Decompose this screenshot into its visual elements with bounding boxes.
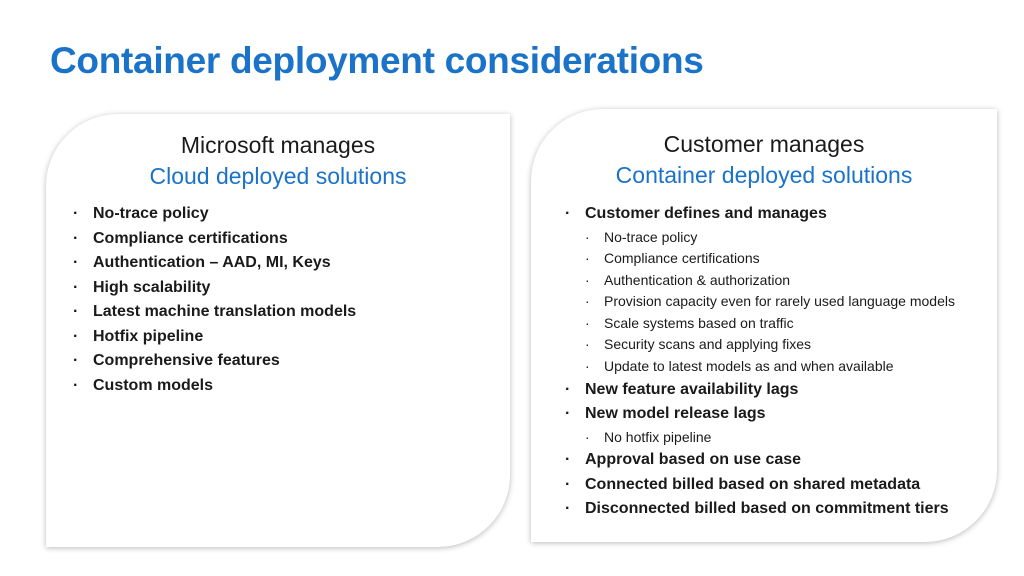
bullet-text: Compliance certifications — [604, 250, 760, 267]
bullet-item: · New model release lags — [564, 402, 955, 427]
panel-subheading: Container deployed solutions — [615, 162, 913, 188]
bullet-text: Comprehensive features — [93, 352, 280, 369]
bullet-dot-icon: · — [565, 205, 571, 222]
bullet-dot-icon: · — [565, 475, 571, 493]
bullet-dot-icon: · — [73, 278, 79, 296]
bullet-text: New model release lags — [585, 405, 766, 423]
sub-bullet-item: · Compliance certifications — [564, 248, 955, 270]
bullet-dot-icon: · — [585, 271, 590, 288]
bullet-item: · Compliance certifications — [72, 227, 356, 252]
bullet-dot-icon: · — [585, 250, 590, 267]
sub-bullet-item: · No-trace policy — [564, 227, 955, 249]
bullet-text: Hotfix pipeline — [93, 327, 204, 345]
bullet-dot-icon: · — [73, 229, 79, 247]
bullet-dot-icon: · — [585, 314, 590, 331]
bullet-text: High scalability — [93, 278, 211, 296]
bullet-text: Approval based on use case — [585, 451, 802, 469]
panel-header: Microsoft manages Cloud deployed solutio… — [46, 130, 510, 192]
sub-bullet-item: · Scale systems based on traffic — [564, 313, 955, 335]
bullet-item: · Disconnected billed based on commitment… — [564, 497, 955, 522]
bullet-text: Latest machine translation models — [93, 303, 357, 320]
bullet-dot-icon: · — [73, 376, 79, 394]
bullet-text: Customer defines and manages — [585, 205, 827, 222]
sub-bullet-item: · No hotfix pipeline — [564, 427, 955, 449]
bullet-text: Custom models — [93, 376, 214, 394]
bullet-text: No-trace policy — [93, 205, 209, 222]
bullet-dot-icon: · — [565, 451, 571, 469]
bullet-text: Provision capacity even for rarely used … — [604, 293, 955, 310]
bullet-item: · High scalability — [72, 276, 356, 301]
sub-bullet-item: · Provision capacity even for rarely used… — [564, 291, 955, 313]
bullet-text: Update to latest models as and when avai… — [604, 358, 894, 375]
bullet-dot-icon: · — [585, 336, 590, 353]
bullet-dot-icon: · — [565, 500, 571, 518]
bullet-list: · No-trace policy · Compliance certificatio… — [72, 202, 356, 398]
bullet-dot-icon: · — [73, 327, 79, 345]
panel-heading: Microsoft manages — [180, 132, 376, 158]
bullet-dot-icon: · — [565, 405, 571, 423]
bullet-item: · Approval based on use case — [564, 448, 955, 473]
bullet-item: · Connected billed based on shared metada… — [564, 473, 955, 498]
bullet-item: · Comprehensive features — [72, 349, 356, 374]
bullet-text: No-trace policy — [604, 228, 698, 245]
slide-title: Container deployment considerations — [50, 40, 704, 81]
bullet-dot-icon: · — [73, 352, 79, 369]
bullet-item: · Customer defines and manages — [564, 202, 955, 227]
sub-bullet-item: · Update to latest models as and when ava… — [564, 356, 955, 378]
bullet-dot-icon: · — [73, 205, 79, 222]
sub-bullet-item: · Security scans and applying fixes — [564, 334, 955, 356]
bullet-dot-icon: · — [565, 380, 571, 398]
bullet-item: · No-trace policy — [72, 202, 356, 227]
bullet-dot-icon: · — [585, 358, 590, 375]
bullet-dot-icon: · — [73, 303, 79, 320]
bullet-dot-icon: · — [585, 293, 590, 310]
bullet-text: Security scans and applying fixes — [604, 336, 811, 353]
bullet-item: · Hotfix pipeline — [72, 325, 356, 350]
bullet-text: Connected billed based on shared metadat… — [585, 475, 921, 493]
panel-heading: Customer manages — [663, 131, 865, 157]
panel-subheading: Cloud deployed solutions — [149, 163, 407, 189]
customer-manages-panel: Customer manages Container deployed solu… — [531, 109, 997, 542]
bullet-dot-icon: · — [73, 254, 79, 271]
bullet-text: Scale systems based on traffic — [604, 314, 794, 331]
bullet-item: · New feature availability lags — [564, 378, 955, 403]
bullet-dot-icon: · — [585, 228, 590, 245]
bullet-list: · Customer defines and manages · No-trace p… — [564, 202, 955, 522]
microsoft-manages-panel: Microsoft manages Cloud deployed solutio… — [46, 114, 510, 547]
sub-bullet-item: · Authentication & authorization — [564, 270, 955, 292]
panel-header: Customer manages Container deployed solu… — [531, 129, 997, 191]
bullet-item: · Custom models — [72, 374, 356, 399]
bullet-text: Compliance certifications — [93, 229, 288, 247]
bullet-dot-icon: · — [585, 428, 590, 445]
bullet-text: New feature availability lags — [585, 380, 799, 398]
bullet-item: · Latest machine translation models — [72, 300, 356, 325]
bullet-text: No hotfix pipeline — [604, 428, 712, 445]
bullet-item: · Authentication – AAD, MI, Keys — [72, 251, 356, 276]
bullet-text: Authentication – AAD, MI, Keys — [93, 254, 331, 271]
bullet-text: Disconnected billed based on commitment … — [585, 500, 949, 518]
bullet-text: Authentication & authorization — [604, 271, 791, 288]
